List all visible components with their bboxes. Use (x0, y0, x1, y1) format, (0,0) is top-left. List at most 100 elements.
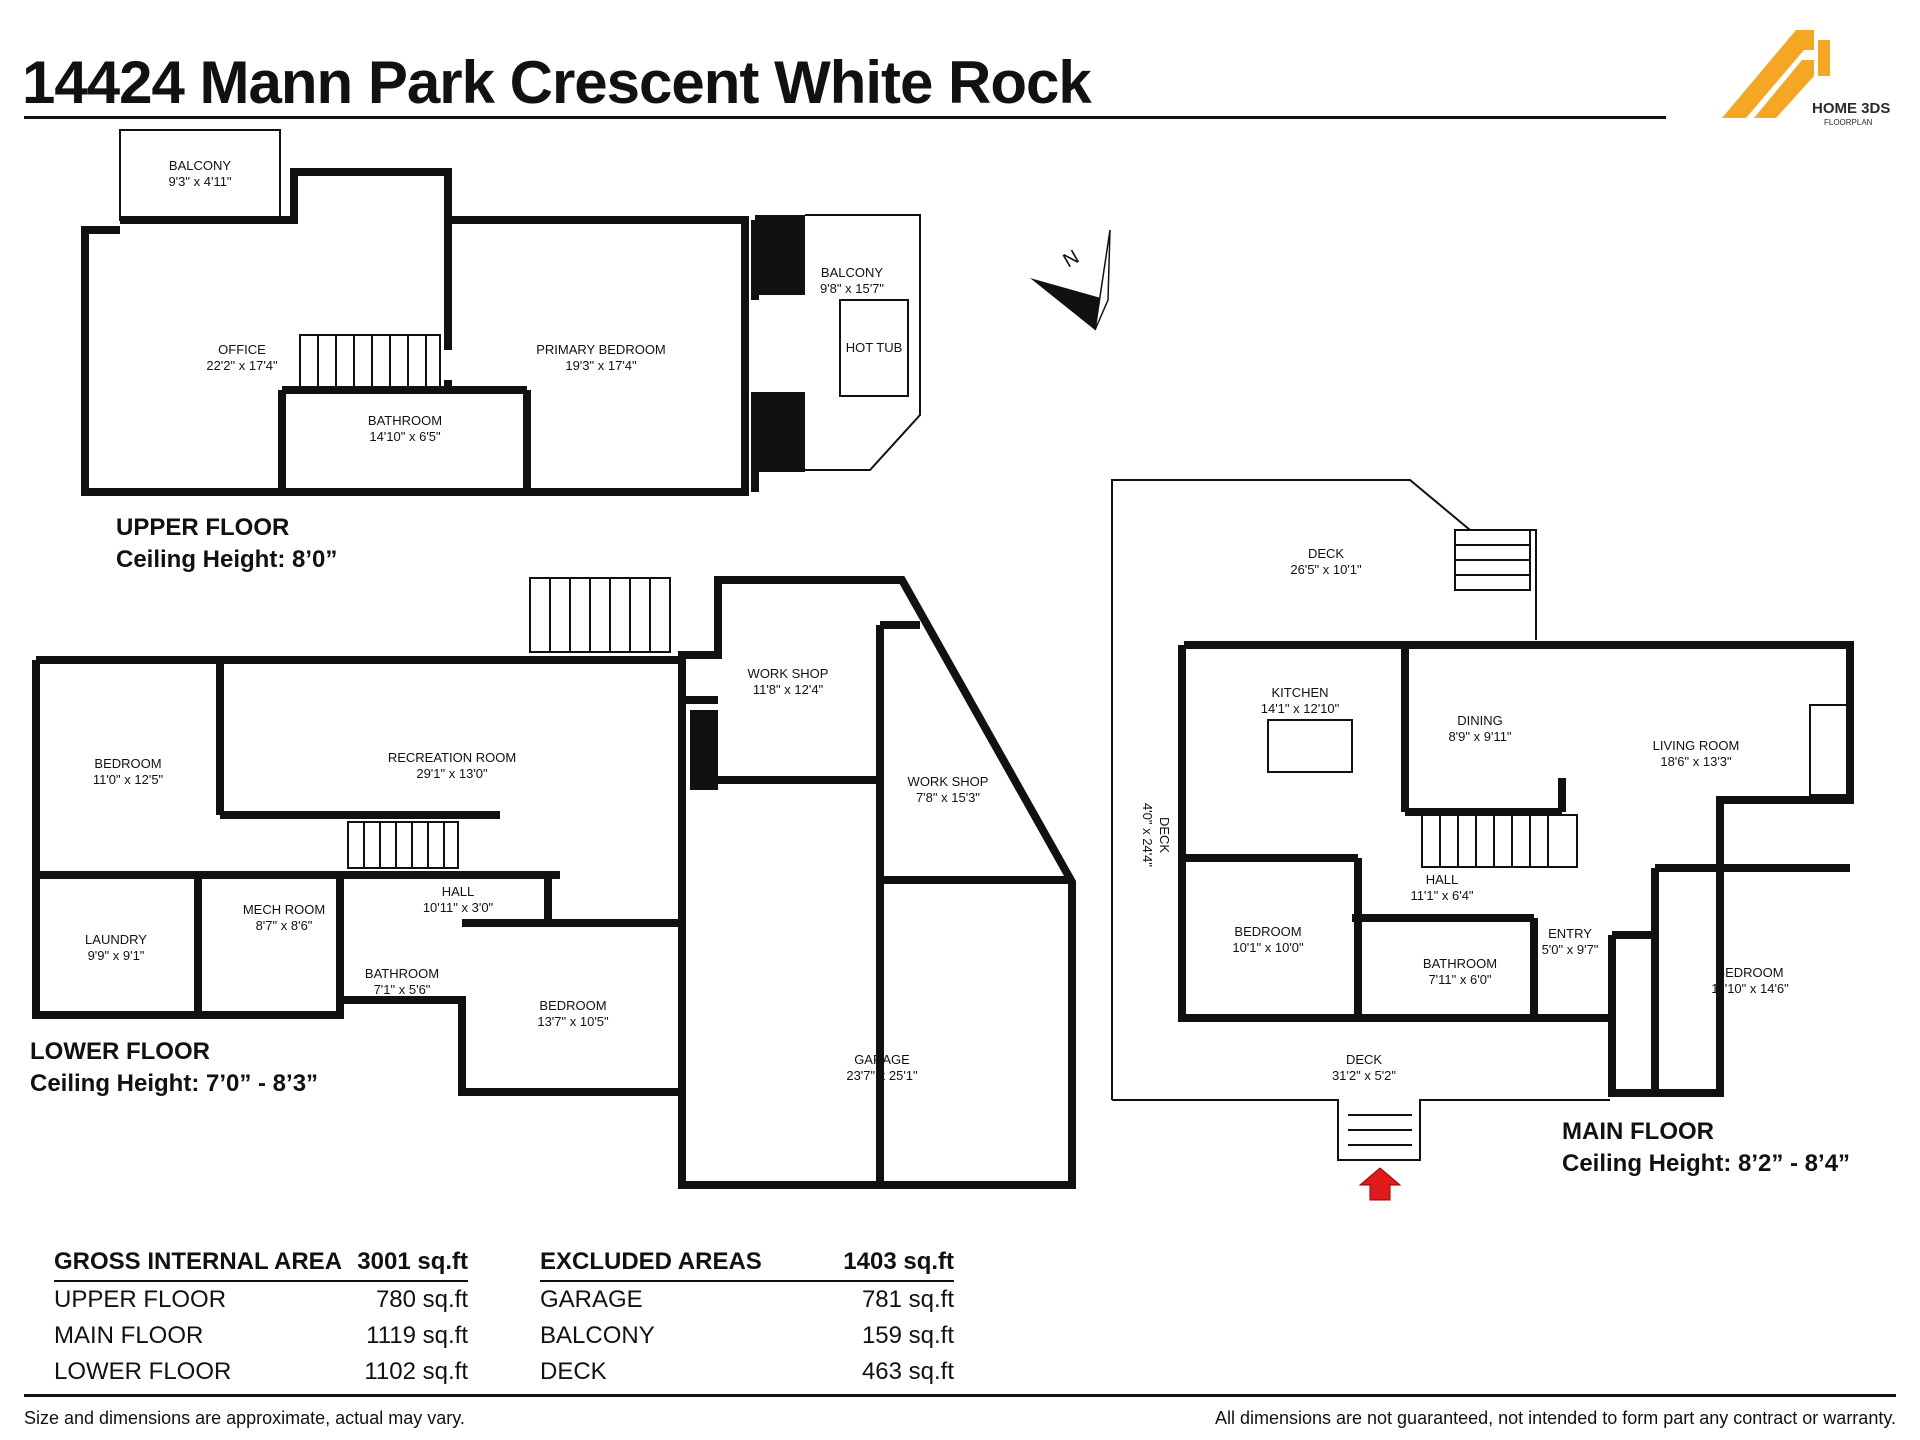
logo-chimney (1818, 40, 1830, 76)
room-name: WORK SHOP (908, 774, 989, 789)
lower-hall-stairs (347, 821, 459, 869)
gross-area-header: GROSS INTERNAL AREA 3001 sq.ft (54, 1244, 468, 1282)
upper-balcony-right-outline (805, 214, 921, 471)
room-dims: 11'0" x 12'5" (93, 772, 164, 787)
room-dims: 11'1" x 6'4" (1410, 888, 1473, 903)
footer-disclaimer-left: Size and dimensions are approximate, act… (24, 1408, 465, 1428)
room-dims: 29'1" x 13'0" (416, 766, 488, 781)
lower-chimney (690, 710, 718, 790)
kitchen-island (1267, 719, 1353, 773)
room-name: BEDROOM (1716, 965, 1783, 980)
compass: N (1030, 229, 1111, 331)
gross-area-header-value: 3001 sq.ft (357, 1248, 468, 1275)
logo-roof-shape-2 (1754, 60, 1814, 118)
room-dims: 11'10" x 14'6" (1711, 981, 1789, 996)
area-row-label: MAIN FLOOR (54, 1322, 204, 1349)
area-row: UPPER FLOOR 780 sq.ft (54, 1282, 468, 1318)
room-dims: 5'0" x 9'7" (1542, 942, 1599, 957)
deck-stairs (1454, 529, 1531, 591)
hot-tub-outline (839, 299, 909, 397)
area-row: DECK 463 sq.ft (540, 1354, 954, 1390)
room-name: BATHROOM (365, 966, 439, 981)
room-dims: 8'9" x 9'11" (1448, 729, 1511, 744)
room-dims: 31'2" x 5'2" (1332, 1068, 1396, 1083)
front-steps (1348, 1114, 1412, 1146)
compass-north-label: N (1060, 246, 1084, 272)
room-name: MECH ROOM (243, 902, 325, 917)
upper-floor-ceiling: Ceiling Height: 8’0” (116, 546, 338, 573)
room-name: HOT TUB (846, 340, 903, 355)
room-dims: 8'7" x 8'6" (256, 918, 313, 933)
main-floor-plan (1178, 641, 1854, 1097)
area-row: GARAGE 781 sq.ft (540, 1282, 954, 1318)
area-row-value: 1102 sq.ft (364, 1358, 468, 1385)
footer-divider (24, 1394, 1896, 1397)
lower-floor-caption: LOWER FLOOR Ceiling Height: 7’0” - 8’3” (30, 1036, 318, 1100)
gross-area-table: GROSS INTERNAL AREA 3001 sq.ft UPPER FLO… (54, 1244, 468, 1390)
area-row-value: 159 sq.ft (861, 1322, 954, 1349)
room-dims: 13'7" x 10'5" (537, 1014, 609, 1029)
room-name: WORK SHOP (748, 666, 829, 681)
room-dims: 14'10" x 6'5" (369, 429, 441, 444)
room-name: RECREATION ROOM (388, 750, 516, 765)
area-row-label: LOWER FLOOR (54, 1358, 232, 1385)
room-dims: 9'8" x 15'7" (820, 281, 884, 296)
room-name: BATHROOM (1423, 956, 1497, 971)
area-row: MAIN FLOOR 1119 sq.ft (54, 1318, 468, 1354)
logo-roof-shape (1722, 30, 1814, 118)
room-dims: 9'9" x 9'1" (88, 948, 145, 963)
lower-floor-ceiling: Ceiling Height: 7’0” - 8’3” (30, 1070, 319, 1097)
area-row-label: GARAGE (540, 1286, 643, 1313)
area-row-label: BALCONY (540, 1322, 655, 1349)
room-dims: 22'2" x 17'4" (206, 358, 278, 373)
room-dims: 10'11" x 3'0" (423, 900, 494, 915)
room-name: LAUNDRY (85, 932, 147, 947)
upper-floor-caption: UPPER FLOOR Ceiling Height: 8’0” (116, 512, 337, 576)
room-name: BALCONY (169, 158, 231, 173)
room-dims: 7'8" x 15'3" (916, 790, 980, 805)
room-dims: 9'3" x 4'11" (168, 174, 231, 189)
area-row-value: 463 sq.ft (861, 1358, 954, 1385)
area-row-label: DECK (540, 1358, 607, 1385)
room-dims: 11'8" x 12'4" (753, 682, 824, 697)
main-floor-ceiling: Ceiling Height: 8’2” - 8’4” (1562, 1150, 1851, 1177)
lower-floor-name: LOWER FLOOR (30, 1038, 210, 1065)
area-row: LOWER FLOOR 1102 sq.ft (54, 1354, 468, 1390)
lower-stairs (529, 577, 671, 653)
main-room-labels: DECK 26'5" x 10'1" KITCHEN 14'1" x 12'10… (1140, 546, 1789, 1083)
upper-chimney (755, 215, 805, 295)
upper-room-labels: BALCONY 9'3" x 4'11" OFFICE 22'2" x 17'4… (168, 158, 902, 444)
main-floor-name: MAIN FLOOR (1562, 1118, 1714, 1145)
room-dims: 10'1" x 10'0" (1232, 940, 1304, 955)
room-name: DECK (1308, 546, 1344, 561)
gross-area-header-label: GROSS INTERNAL AREA (54, 1248, 343, 1275)
area-row-value: 781 sq.ft (861, 1286, 954, 1313)
fireplace (1809, 704, 1851, 796)
room-name: BEDROOM (1234, 924, 1301, 939)
room-name: DINING (1457, 713, 1503, 728)
room-dims: 18'6" x 13'3" (1660, 754, 1732, 769)
room-dims: 19'3" x 17'4" (565, 358, 637, 373)
upper-chimney-2 (755, 392, 805, 472)
footer-disclaimer-right: All dimensions are not guaranteed, not i… (1214, 1408, 1896, 1428)
room-name: BEDROOM (94, 756, 161, 771)
area-row: BALCONY 159 sq.ft (540, 1318, 954, 1354)
room-name: ENTRY (1548, 926, 1592, 941)
entry-arrow-icon (1358, 1167, 1402, 1201)
room-name: BALCONY (821, 265, 883, 280)
area-row-value: 780 sq.ft (375, 1286, 468, 1313)
area-row-label: UPPER FLOOR (54, 1286, 227, 1313)
room-name: PRIMARY BEDROOM (536, 342, 666, 357)
title-divider (24, 116, 1666, 119)
room-name: HALL (442, 884, 475, 899)
main-deck-outline (1111, 479, 1537, 1100)
room-dims: 4'0" x 24'4" (1140, 803, 1155, 867)
room-dims: 7'11" x 6'0" (1428, 972, 1491, 987)
room-name: GARAGE (854, 1052, 910, 1067)
home3ds-logo: HOME 3DS FLOORPLAN (1722, 30, 1890, 127)
upper-floor-name: UPPER FLOOR (116, 514, 290, 541)
main-stairs (1421, 814, 1578, 868)
room-dims: 7'1" x 5'6" (374, 982, 431, 997)
room-name: LIVING ROOM (1653, 738, 1740, 753)
